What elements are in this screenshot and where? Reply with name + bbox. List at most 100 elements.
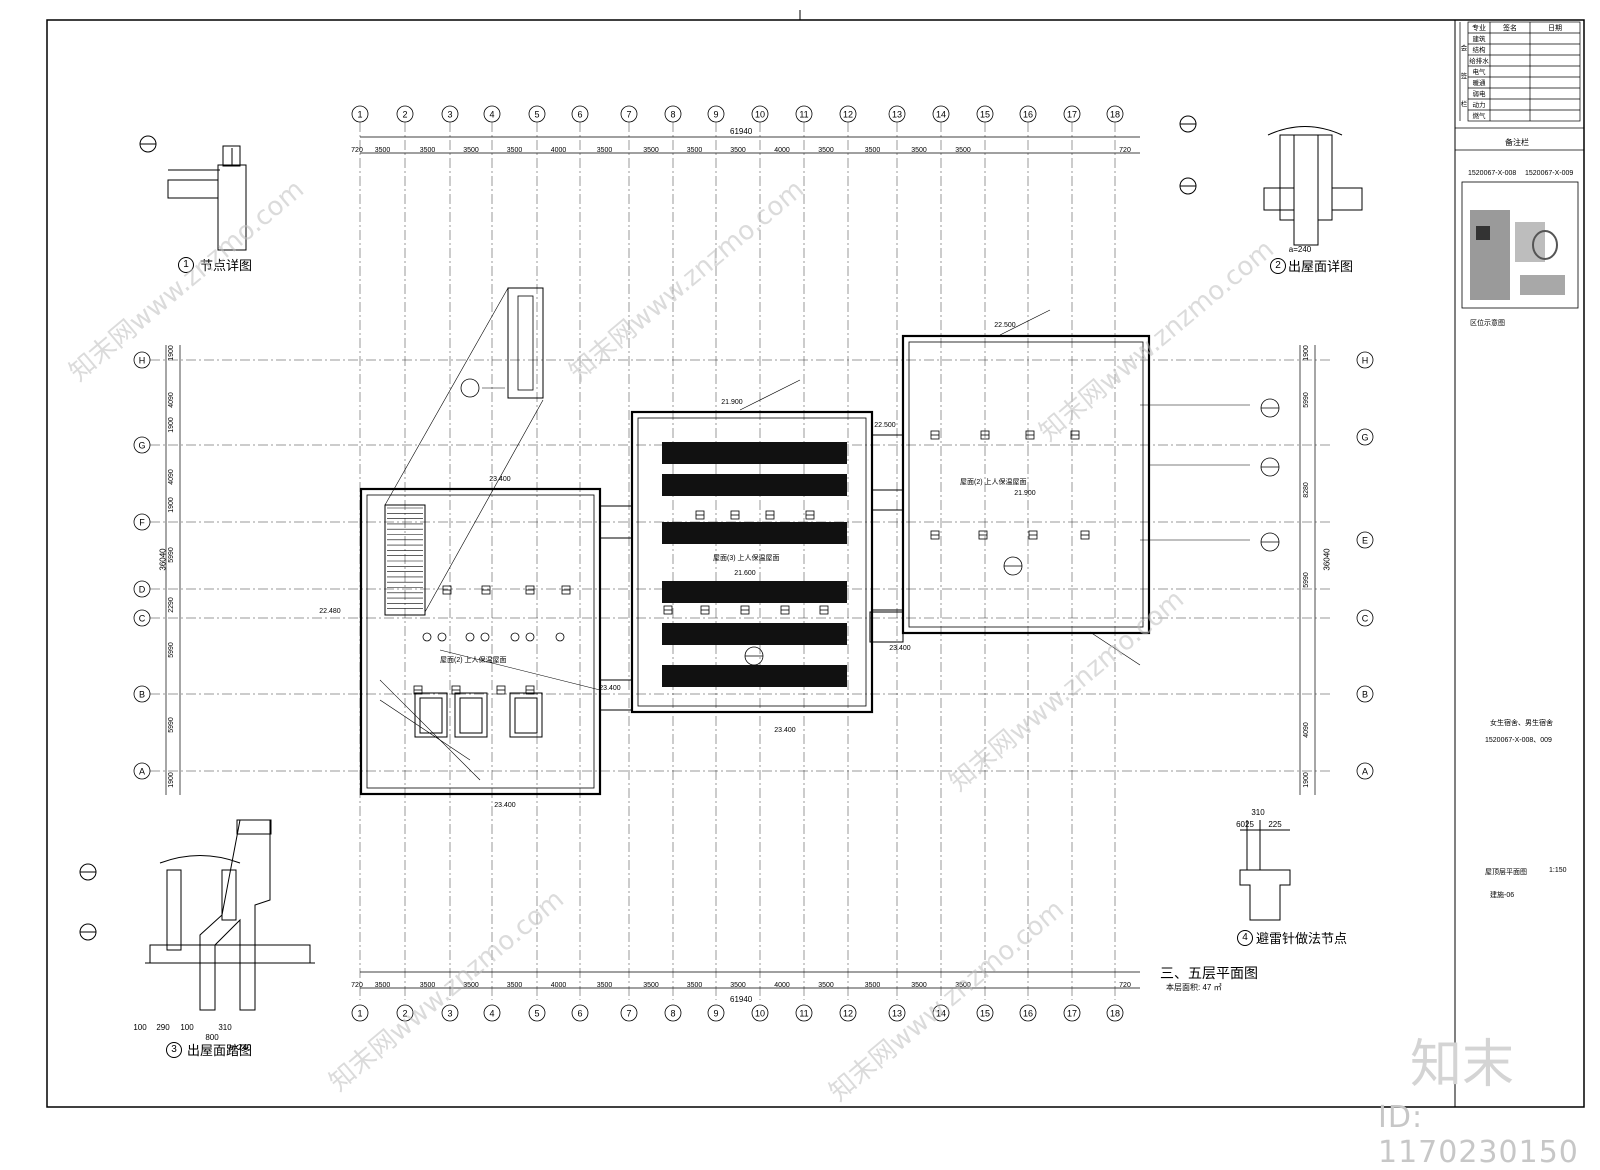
- grid-label-top-11: 11: [799, 110, 808, 120]
- grid-label-top-17: 17: [1067, 110, 1077, 120]
- elevation-8: 23.400: [599, 685, 621, 692]
- dim-right-4: 4090: [1303, 722, 1310, 738]
- grid-label-top-10: 10: [755, 110, 765, 120]
- vent-0: [422, 632, 432, 642]
- stair-treads: [387, 507, 423, 610]
- sig-table-frame: [1467, 21, 1581, 122]
- room-label-1: 屋面(3) 上人保温屋面: [713, 555, 780, 562]
- dim-right-3: 5990: [1303, 572, 1310, 588]
- dim-top-12: 3500: [865, 147, 881, 154]
- site-plan-label: 区位示意图: [1470, 320, 1505, 327]
- grid-bubble-top-5: [528, 105, 546, 123]
- vent-1: [437, 632, 447, 642]
- solar-panel-3: [662, 581, 847, 603]
- grid-label-bottom-18: 18: [1110, 1009, 1120, 1019]
- grid-label-bottom-17: 17: [1067, 1009, 1077, 1019]
- dim-bottom-3: 3500: [463, 982, 479, 989]
- grid-row-label-right-E: E: [1362, 536, 1368, 546]
- sig-row-label-0: 建筑: [1473, 34, 1487, 43]
- grid-row-bubble-left-F: [133, 513, 151, 531]
- sig-header-1: 签名: [1503, 23, 1517, 32]
- detail-2-title: 出屋面详图: [1288, 260, 1354, 275]
- grid-label-top-14: 14: [936, 110, 946, 120]
- dim-bottom-9: 3500: [730, 982, 746, 989]
- detail-4-drawing: [1239, 820, 1291, 921]
- dim-top-2: 3500: [420, 147, 436, 154]
- watermark-id: ID: 1170230150: [1378, 1100, 1579, 1170]
- grid-label-top-13: 13: [892, 110, 902, 120]
- grid-row-label-left-H: H: [139, 356, 146, 366]
- grid-bubble-top-7: [620, 105, 638, 123]
- grid-label-bottom-11: 11: [799, 1009, 808, 1019]
- grid-bubble-top-12: [839, 105, 857, 123]
- elevation-0: 23.400: [489, 476, 511, 483]
- vent-3: [480, 632, 490, 642]
- grid-label-top-1: 1: [357, 110, 362, 120]
- sig-header-0: 专业: [1472, 23, 1486, 32]
- solar-panel-1: [662, 474, 847, 496]
- dim-bottom-11: 3500: [818, 982, 834, 989]
- grid-row-label-left-A: A: [139, 767, 145, 777]
- grid-row-bubble-right-E: [1356, 531, 1374, 549]
- grid-row-bubble-right-B: [1356, 685, 1374, 703]
- grid-label-bottom-7: 7: [626, 1009, 631, 1019]
- dim-top-9: 3500: [730, 147, 746, 154]
- sheet-name: 屋顶层平面图: [1485, 869, 1527, 876]
- dim-left-4: 1900: [168, 497, 175, 513]
- grid-label-bottom-8: 8: [670, 1009, 675, 1019]
- code-1: 1520067-X-008: [1468, 170, 1517, 177]
- grid-label-top-18: 18: [1110, 110, 1120, 120]
- grid-bubble-bottom-16: [1019, 1004, 1037, 1022]
- grid-bubble-top-15: [976, 105, 994, 123]
- solar-panels: [662, 442, 847, 687]
- elevation-5: 23.400: [889, 645, 911, 652]
- dim-right-0: 1900: [1303, 345, 1310, 361]
- grid-label-bottom-1: 1: [357, 1009, 362, 1019]
- elevation-2: 22.500: [994, 322, 1016, 329]
- detail-3-dim-0: 100: [133, 1023, 147, 1032]
- dim-bottom-1: 3500: [375, 982, 391, 989]
- grid-bubble-top-13: [888, 105, 906, 123]
- dim-bottom-15: 720: [1119, 982, 1131, 989]
- sig-row-label-5: 弱电: [1473, 89, 1487, 98]
- dim-bottom-5: 4000: [551, 982, 567, 989]
- detail-2-number: 2: [1270, 258, 1286, 274]
- sig-row-label-3: 电气: [1473, 67, 1487, 76]
- grid-bubble-top-8: [664, 105, 682, 123]
- grid-label-bottom-3: 3: [447, 1009, 452, 1019]
- dim-top-13: 3500: [911, 147, 927, 154]
- room-label-2: 屋面(2) 上人保温屋面: [960, 479, 1027, 486]
- grid-row-label-right-A: A: [1362, 767, 1368, 777]
- equipment-markers: [413, 430, 1090, 695]
- grid-row-label-left-F: F: [139, 518, 145, 528]
- grid-row-bubble-left-G: [133, 436, 151, 454]
- grid-label-top-9: 9: [713, 110, 718, 120]
- sig-row-label-1: 结构: [1473, 45, 1487, 54]
- dim-top-1: 3500: [375, 147, 391, 154]
- elevation-6: 21.900: [1014, 490, 1036, 497]
- dim-bottom-6: 3500: [597, 982, 613, 989]
- sig-side-2: 栏: [1461, 99, 1468, 108]
- detail-2-dim-0: a=240: [1289, 245, 1312, 254]
- dim-top-7: 3500: [643, 147, 659, 154]
- grid-bubble-top-4: [483, 105, 501, 123]
- grid-label-top-6: 6: [577, 110, 582, 120]
- elevation-10: 23.400: [494, 802, 516, 809]
- detail-4-title: 避雷针做法节点: [1256, 932, 1348, 947]
- detail-3-dim-2: 100: [180, 1023, 194, 1032]
- grid-label-bottom-2: 2: [402, 1009, 407, 1019]
- grid-bubble-top-1: [351, 105, 369, 123]
- grid-bubble-top-3: [441, 105, 459, 123]
- room-label-3: 屋面(2) 上人保温屋面: [440, 657, 507, 664]
- detail-1-drawing: [139, 135, 247, 251]
- grid-label-top-7: 7: [626, 110, 631, 120]
- solar-panel-0: [662, 442, 847, 464]
- detail-3-dim-5: a=240: [229, 1043, 252, 1052]
- sig-row-label-2: 给排水: [1469, 56, 1489, 65]
- dim-left-0: 1900: [168, 345, 175, 361]
- grid-bubble-bottom-18: [1106, 1004, 1124, 1022]
- sig-side-1: 签: [1461, 71, 1468, 80]
- grid-row-bubble-left-B: [133, 685, 151, 703]
- grid-bubble-bottom-13: [888, 1004, 906, 1022]
- sig-row-label-6: 动力: [1473, 100, 1486, 109]
